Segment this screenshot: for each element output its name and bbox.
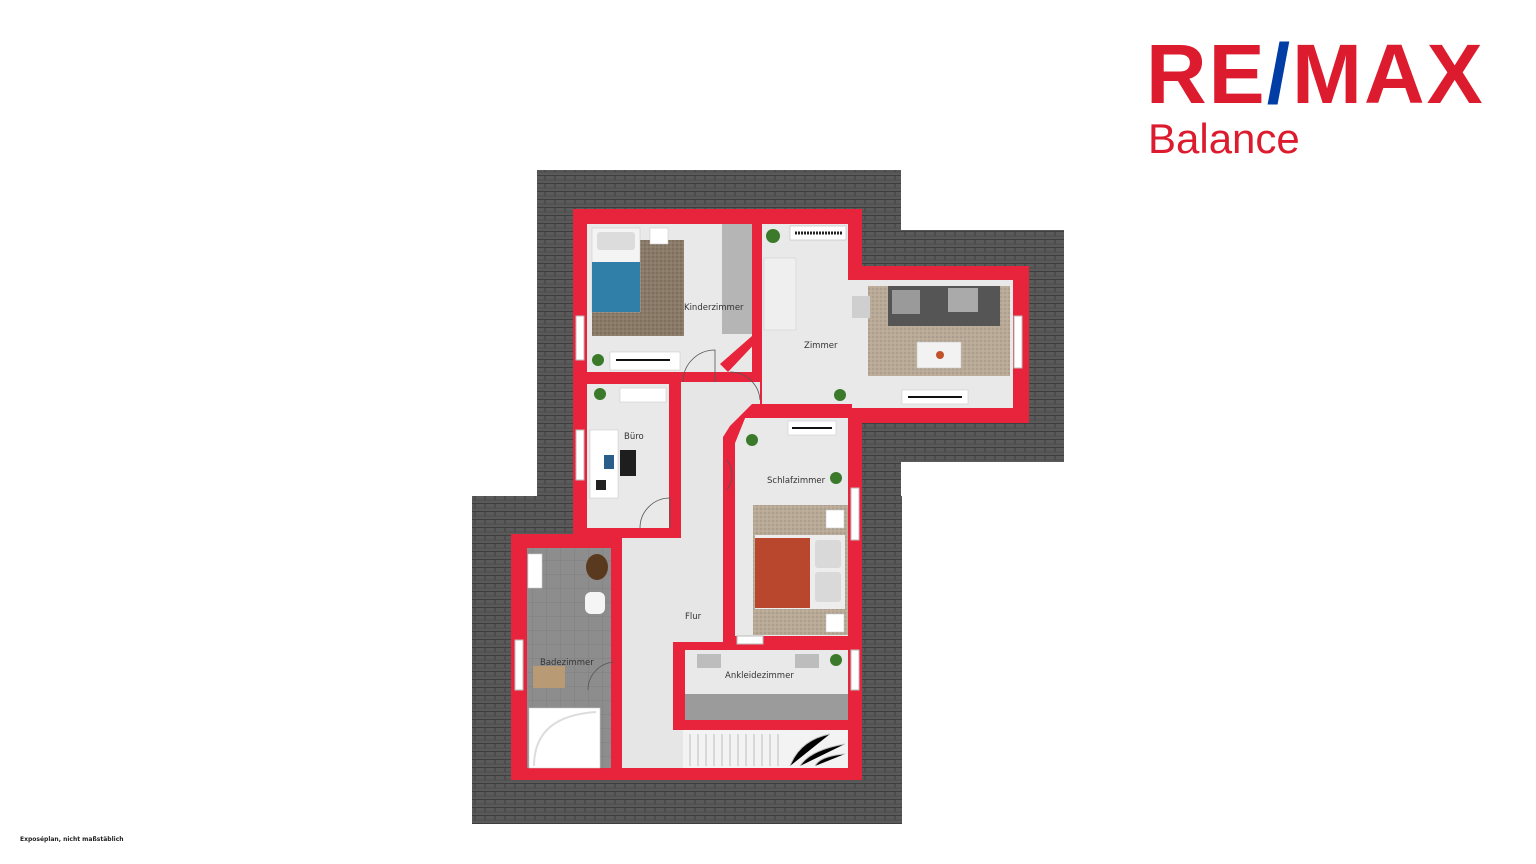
label-buero: Büro (624, 432, 644, 442)
label-kinderzimmer: Kinderzimmer (684, 303, 744, 313)
brand-re: RE (1146, 27, 1267, 121)
interior-walls (573, 218, 858, 770)
doors (587, 349, 761, 691)
ankleidezimmer-furniture (697, 654, 842, 668)
zimmer-furniture (763, 225, 1010, 405)
brand-max: MAX (1292, 27, 1485, 121)
buero-furniture (589, 387, 667, 499)
label-flur: Flur (685, 612, 702, 622)
windows (514, 315, 1023, 691)
label-badezimmer: Badezimmer (540, 658, 594, 668)
label-zimmer: Zimmer (804, 341, 838, 351)
stairs (689, 733, 846, 767)
disclaimer-text: Exposéplan, nicht maßstäblich (20, 836, 124, 843)
brand-wordmark: RE/MAX (1146, 32, 1485, 116)
kinderzimmer-furniture (591, 224, 752, 371)
label-schlafzimmer: Schlafzimmer (767, 476, 826, 486)
remax-logo: RE/MAX Balance (1146, 32, 1506, 162)
brand-subtitle: Balance (1148, 115, 1300, 162)
brand-slash: / (1266, 27, 1293, 121)
label-ankleidezimmer: Ankleidezimmer (725, 671, 794, 681)
schlafzimmer-furniture (746, 420, 848, 635)
room-labels: Kinderzimmer Zimmer Büro Schlafzimmer Fl… (540, 303, 838, 681)
badezimmer-furniture (527, 553, 608, 769)
